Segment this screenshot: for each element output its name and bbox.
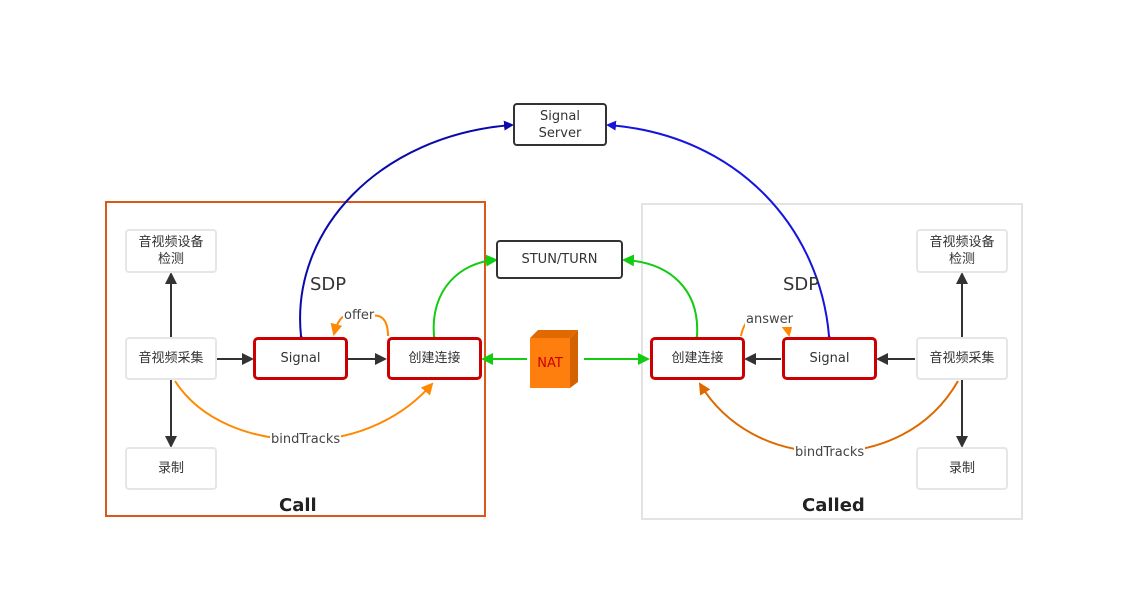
sdp-label-called: SDP <box>783 274 820 295</box>
edge-sdp-called <box>606 120 835 345</box>
called-connect-node: 创建连接 <box>650 337 745 380</box>
stun-turn-node: STUN/TURN <box>496 240 623 279</box>
call-capture-node: 音视频采集 <box>125 337 217 380</box>
called-record-node: 录制 <box>916 447 1008 490</box>
call-device-check-node: 音视频设备 检测 <box>125 229 217 273</box>
called-group-title: Called <box>802 495 865 516</box>
sdp-label-call: SDP <box>310 274 347 295</box>
edge-ice-called <box>622 254 703 347</box>
call-connect-node: 创建连接 <box>387 337 482 380</box>
edge-ice-call <box>428 254 498 347</box>
called-signal-node: Signal <box>782 337 877 380</box>
edge-sdp-call <box>296 120 514 345</box>
nat-cube-icon <box>530 330 578 388</box>
nat-node: NAT <box>530 330 582 390</box>
call-record-node: 录制 <box>125 447 217 490</box>
edge-bindtracks-called <box>698 380 959 454</box>
nat-label: NAT <box>530 338 570 388</box>
called-capture-node: 音视频采集 <box>916 337 1008 380</box>
signal-server-node: Signal Server <box>513 103 607 146</box>
bindtracks-label-called: bindTracks <box>794 445 866 460</box>
answer-label: answer <box>745 312 794 327</box>
call-signal-node: Signal <box>253 337 348 380</box>
called-device-check-node: 音视频设备 检测 <box>916 229 1008 273</box>
call-group-title: Call <box>279 495 317 516</box>
bindtracks-label-call: bindTracks <box>270 432 342 447</box>
offer-label: offer <box>343 308 376 323</box>
